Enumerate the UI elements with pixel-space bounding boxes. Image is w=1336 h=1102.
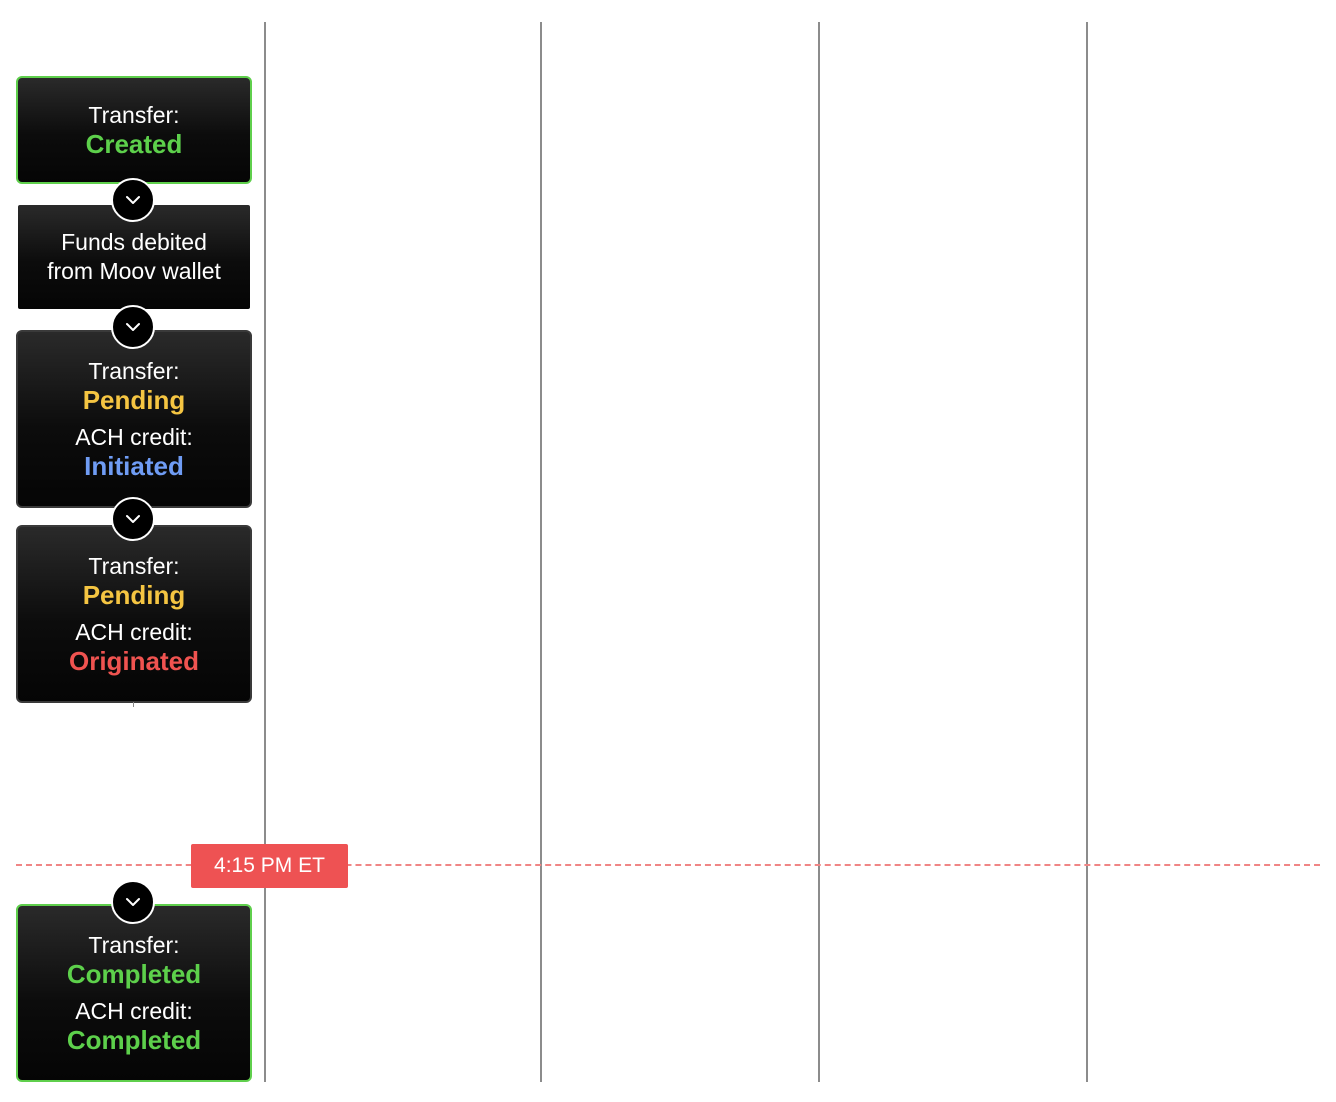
funds-debited-card: Funds debited from Moov wallet [18, 205, 250, 309]
ach-credit-label: ACH credit: [75, 619, 193, 645]
transfer-created-card: Transfer: Created [16, 76, 252, 184]
transfer-label: Transfer: [88, 358, 180, 384]
ach-credit-status: Initiated [84, 451, 184, 481]
chevron-down-icon [111, 178, 155, 222]
transfer-status: Created [85, 129, 183, 159]
transfer-status: Pending [82, 385, 186, 415]
cutoff-line [16, 864, 1320, 866]
column-divider-3 [818, 22, 820, 1082]
transfer-label: Transfer: [88, 102, 180, 128]
transfer-status: Pending [82, 580, 186, 610]
ach-credit-label: ACH credit: [75, 998, 193, 1024]
funds-debited-line-2: from Moov wallet [47, 258, 221, 284]
column-divider-1 [264, 22, 266, 1082]
column-divider-2 [540, 22, 542, 1082]
connector-tick [133, 702, 134, 707]
cutoff-time-label: 4:15 PM ET [191, 844, 348, 888]
transfer-status: Completed [66, 959, 202, 989]
ach-credit-status: Completed [66, 1025, 202, 1055]
transfer-completed-card: Transfer: Completed ACH credit: Complete… [16, 904, 252, 1082]
transfer-label: Transfer: [88, 932, 180, 958]
transfer-pending-originated-card: Transfer: Pending ACH credit: Originated [16, 525, 252, 703]
ach-credit-label: ACH credit: [75, 424, 193, 450]
chevron-down-icon [111, 497, 155, 541]
column-divider-4 [1086, 22, 1088, 1082]
chevron-down-icon [111, 305, 155, 349]
transfer-label: Transfer: [88, 553, 180, 579]
chevron-down-icon [111, 880, 155, 924]
funds-debited-line-1: Funds debited [61, 229, 207, 255]
ach-credit-status: Originated [68, 646, 199, 676]
transfer-pending-initiated-card: Transfer: Pending ACH credit: Initiated [16, 330, 252, 508]
